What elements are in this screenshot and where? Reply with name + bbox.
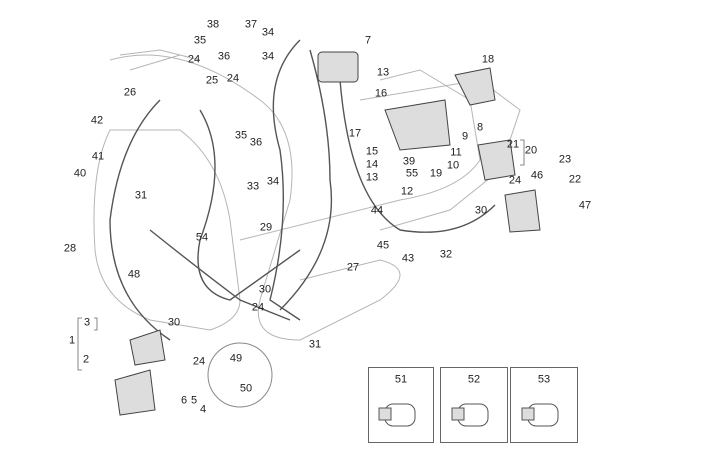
callout-6: 6 <box>180 394 188 407</box>
callout-13: 13 <box>365 171 379 184</box>
callout-26: 26 <box>123 86 137 99</box>
inset-part-drawing <box>451 403 489 427</box>
callout-45: 45 <box>376 239 390 252</box>
callout-27: 27 <box>346 261 360 274</box>
callout-3: 3 <box>83 316 91 329</box>
inset-box-51: 51 <box>368 367 434 443</box>
callout-15: 15 <box>365 145 379 158</box>
callout-31: 31 <box>308 338 322 351</box>
callout-35: 35 <box>193 34 207 47</box>
callout-4: 4 <box>199 403 207 416</box>
callout-55: 55 <box>405 167 419 180</box>
callout-28: 28 <box>63 242 77 255</box>
callout-47: 47 <box>578 199 592 212</box>
callout-48: 48 <box>127 268 141 281</box>
brake-hose-54 <box>279 49 333 311</box>
brake-hose-32 <box>339 79 496 233</box>
callout-30: 30 <box>167 316 181 329</box>
callout-49: 49 <box>229 352 243 365</box>
callout-34: 34 <box>261 50 275 63</box>
callout-31: 31 <box>134 189 148 202</box>
callout-34: 34 <box>266 175 280 188</box>
callout-22: 22 <box>568 173 582 186</box>
rear-caliper <box>477 139 516 181</box>
callout-30: 30 <box>258 283 272 296</box>
callout-23: 23 <box>558 153 572 166</box>
brake-hose-27 <box>269 39 301 321</box>
bracket-18 <box>454 67 496 106</box>
callout-11: 11 <box>450 146 462 159</box>
callout-7: 7 <box>364 34 372 47</box>
callout-54: 54 <box>195 231 209 244</box>
brake-hose-28 <box>109 99 171 341</box>
callout-24: 24 <box>226 72 240 85</box>
callout-37: 37 <box>244 18 258 31</box>
brake-pads <box>129 329 166 366</box>
callout-32: 32 <box>439 248 453 261</box>
callout-13: 13 <box>376 66 390 79</box>
inset-part-drawing <box>378 403 416 427</box>
front-caliper <box>114 369 156 416</box>
inset-box-52: 52 <box>440 367 508 443</box>
callout-29: 29 <box>259 221 273 234</box>
callout-17: 17 <box>348 127 362 140</box>
callout-36: 36 <box>217 50 231 63</box>
callout-30: 30 <box>474 204 488 217</box>
frame-outline <box>109 54 401 341</box>
callout-2: 2 <box>82 353 90 366</box>
callout-36: 36 <box>249 136 263 149</box>
abs-bracket <box>384 99 451 151</box>
callout-42: 42 <box>90 114 104 127</box>
callout-40: 40 <box>73 167 87 180</box>
detail-circle <box>207 342 273 408</box>
callout-5: 5 <box>190 394 198 407</box>
inset-box-53: 53 <box>510 367 578 443</box>
callout-46: 46 <box>530 169 544 182</box>
callout-10: 10 <box>446 159 460 172</box>
callout-24: 24 <box>508 174 522 187</box>
callout-25: 25 <box>205 74 219 87</box>
callout-1: 1 <box>68 334 76 347</box>
callout-24: 24 <box>192 355 206 368</box>
callout-24: 24 <box>187 53 201 66</box>
callout-39: 39 <box>402 155 416 168</box>
brake-hose-31 <box>149 229 291 321</box>
callout-9: 9 <box>461 130 469 143</box>
callout-19: 19 <box>429 167 443 180</box>
callout-18: 18 <box>481 53 495 66</box>
inset-part-drawing <box>521 403 559 427</box>
inset-label: 52 <box>467 373 481 386</box>
inset-label: 53 <box>537 373 551 386</box>
callout-8: 8 <box>476 121 484 134</box>
callout-34: 34 <box>261 26 275 39</box>
callout-43: 43 <box>401 252 415 265</box>
callout-41: 41 <box>91 150 105 163</box>
brake-hose-29 <box>197 109 301 301</box>
rear-caliper-bracket <box>504 189 541 233</box>
inset-label: 51 <box>394 373 408 386</box>
leg-shield-outline <box>93 129 241 331</box>
callout-21: 21 <box>506 138 520 151</box>
callout-38: 38 <box>206 18 220 31</box>
callout-44: 44 <box>370 204 384 217</box>
callout-20: 20 <box>524 144 538 157</box>
abs-unit <box>317 51 359 83</box>
callout-33: 33 <box>246 180 260 193</box>
callout-24: 24 <box>251 301 265 314</box>
callout-14: 14 <box>365 158 379 171</box>
floor-outline <box>239 69 481 241</box>
callout-12: 12 <box>400 185 414 198</box>
callout-50: 50 <box>239 382 253 395</box>
callout-35: 35 <box>234 129 248 142</box>
callout-16: 16 <box>374 87 388 100</box>
